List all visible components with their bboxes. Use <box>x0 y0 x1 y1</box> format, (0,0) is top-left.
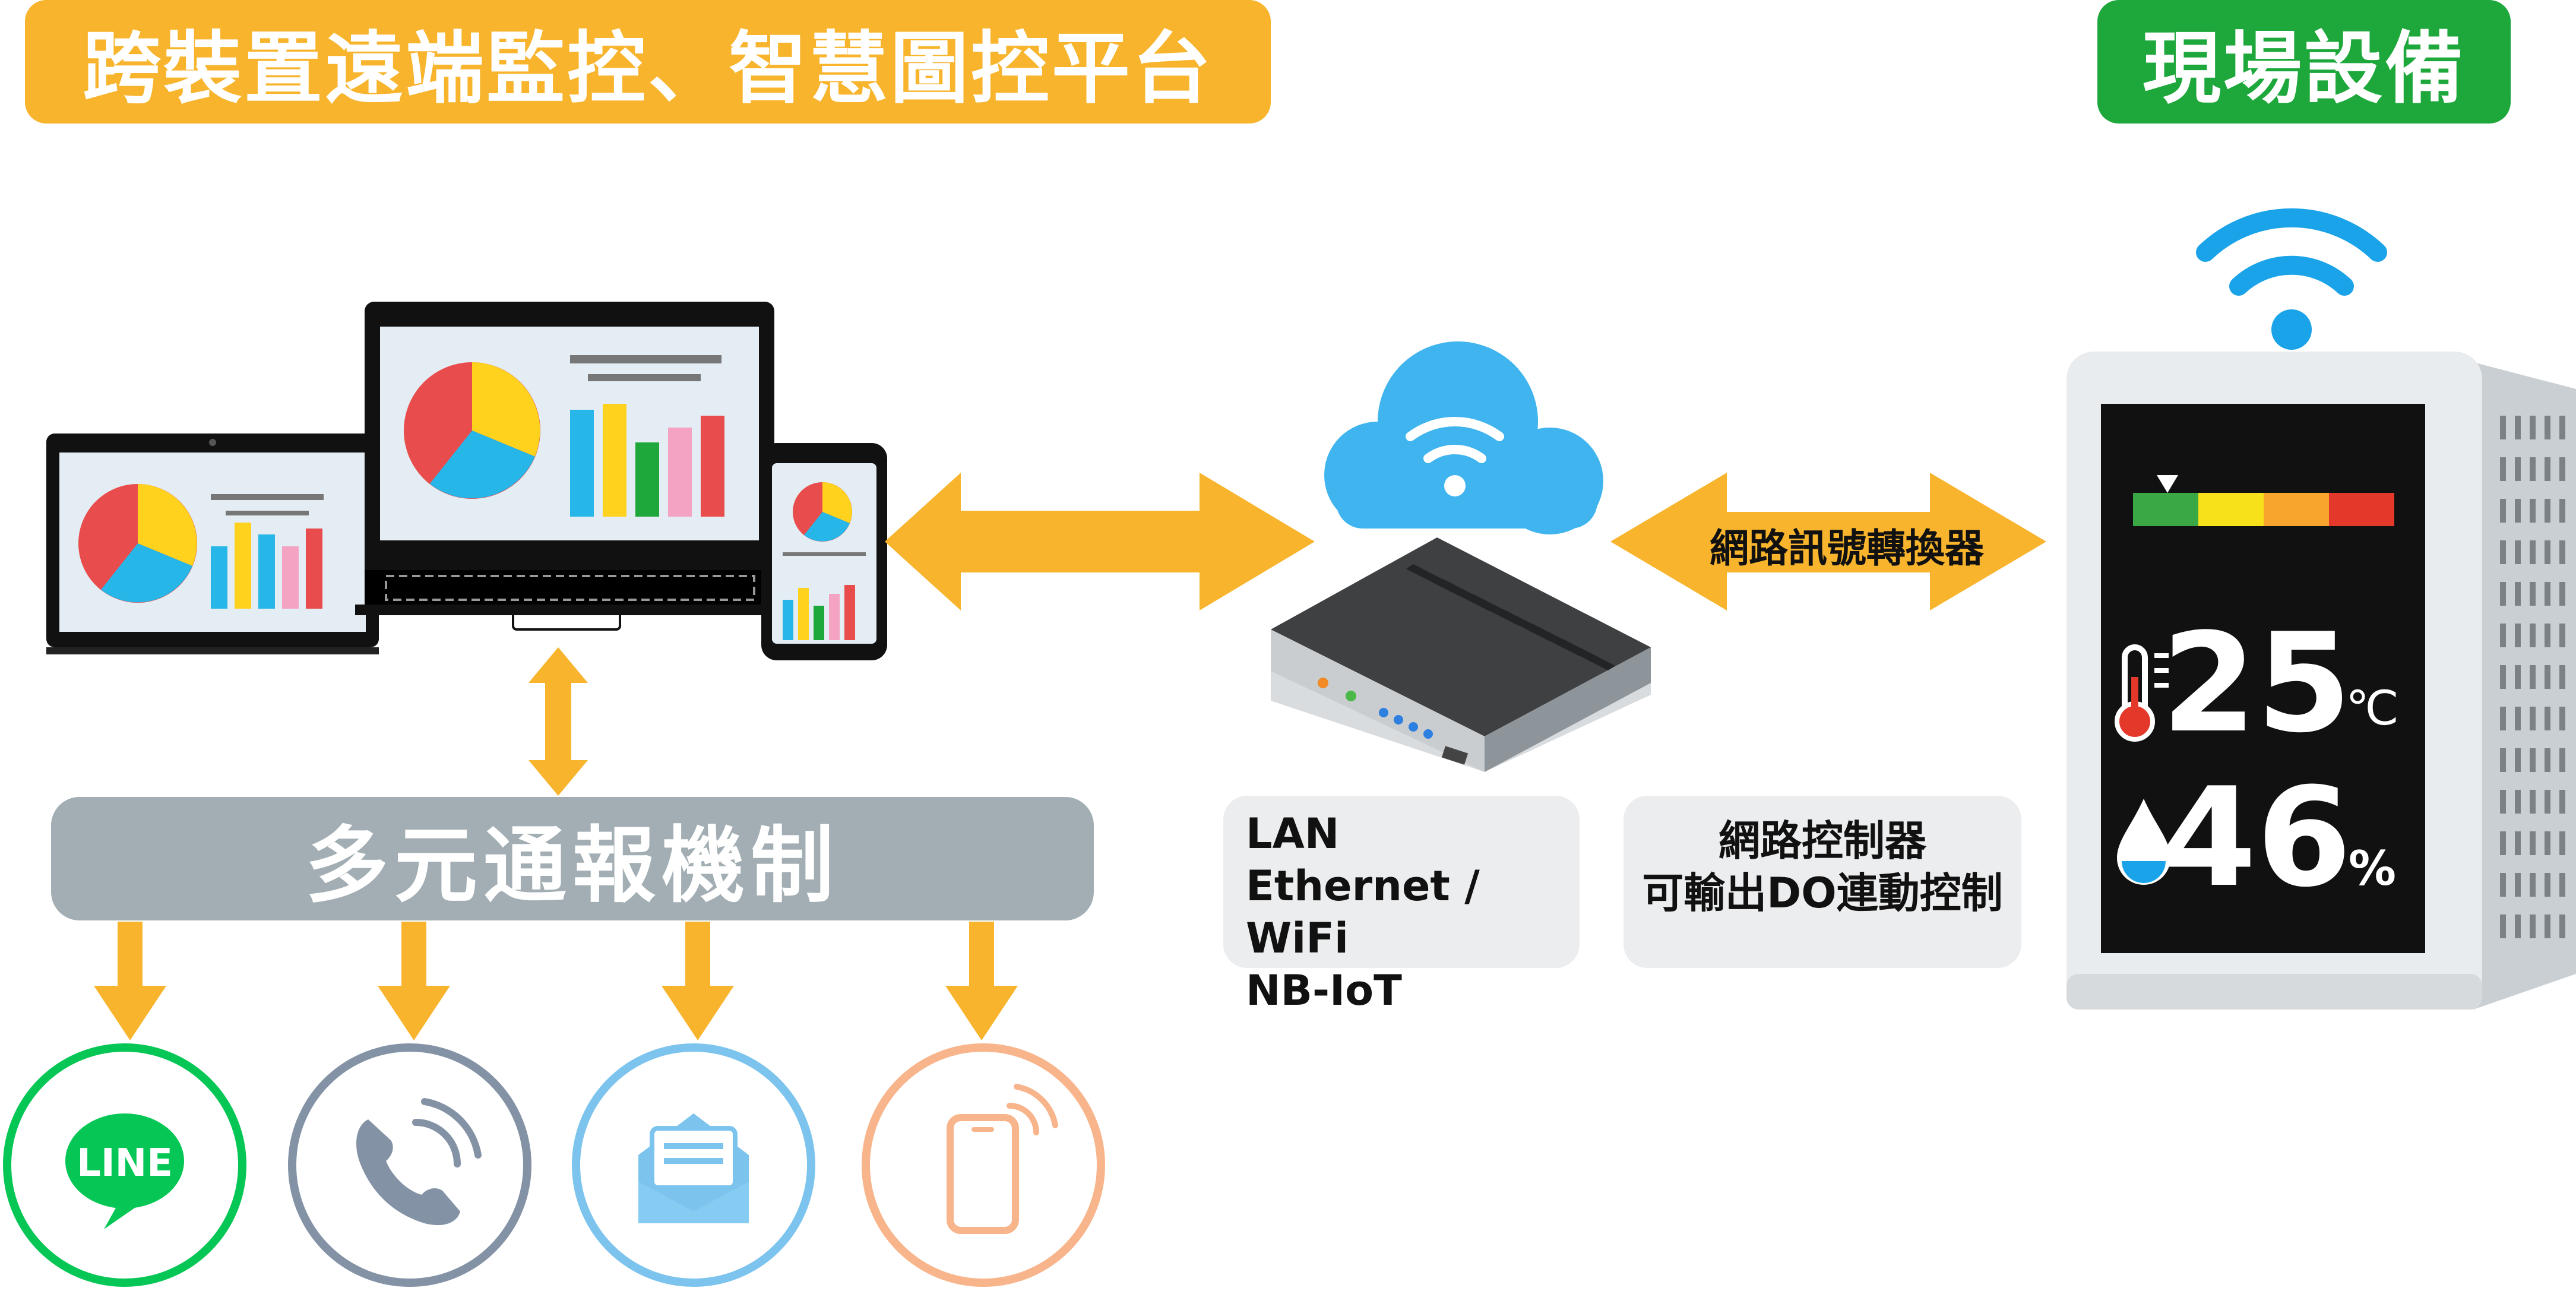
temperature-value: 25 <box>2162 605 2352 763</box>
notify-mail <box>572 1043 815 1287</box>
line-label: LINE <box>77 1141 173 1185</box>
humidity-unit: % <box>2349 841 2396 896</box>
notification-bar: 多元通報機制 <box>51 797 1094 920</box>
bar-chart-icon <box>783 585 855 640</box>
smartphone-icon <box>947 1084 1058 1234</box>
laptop-center <box>355 302 784 631</box>
humidity-value: 46 <box>2162 759 2352 917</box>
water-drop-icon <box>2117 799 2170 885</box>
sensor-device: 25 ℃ 46 % <box>2067 352 2576 1010</box>
pie-chart-icon <box>793 482 852 542</box>
field-device-title: 現場設備 <box>2097 0 2511 124</box>
pie-chart-icon <box>404 362 540 499</box>
platform-title: 跨裝置遠端監控、智慧圖控平台 <box>25 0 1271 124</box>
pie-chart-icon <box>78 484 197 603</box>
notify-phone <box>288 1043 531 1287</box>
connection-info-box: LAN Ethernet / WiFi NB-IoT <box>1223 796 1580 1015</box>
controller-line-1: 網路控制器 <box>1719 817 1926 865</box>
line-icon: LINE <box>65 1113 184 1229</box>
connection-line-2: Ethernet / WiFi <box>1246 862 1480 963</box>
connection-line-1: LAN <box>1246 809 1340 858</box>
controller-info-box: 網路控制器 可輸出DO連動控制 <box>1624 796 2021 968</box>
laptop-left <box>46 434 379 654</box>
router-icon <box>1271 537 1651 772</box>
mail-icon <box>638 1113 749 1223</box>
wifi-icon <box>1406 417 1504 463</box>
converter-label: 網路訊號轉換器 <box>1710 526 1984 571</box>
wifi-icon <box>2196 208 2387 350</box>
arrows <box>94 473 2046 1040</box>
cloud-icon <box>1324 341 1603 534</box>
temperature-unit: ℃ <box>2346 681 2399 736</box>
bar-chart-icon <box>211 494 324 609</box>
bar-chart-icon <box>570 355 724 517</box>
connection-line-3: NB-IoT <box>1246 966 1402 1015</box>
controller-line-2: 可輸出DO連動控制 <box>1642 869 2003 917</box>
thermometer-icon <box>2115 644 2169 742</box>
phone-device <box>761 443 887 660</box>
notify-line: LINE <box>3 1043 246 1287</box>
phone-icon <box>356 1098 482 1226</box>
notify-sms <box>862 1043 1105 1287</box>
